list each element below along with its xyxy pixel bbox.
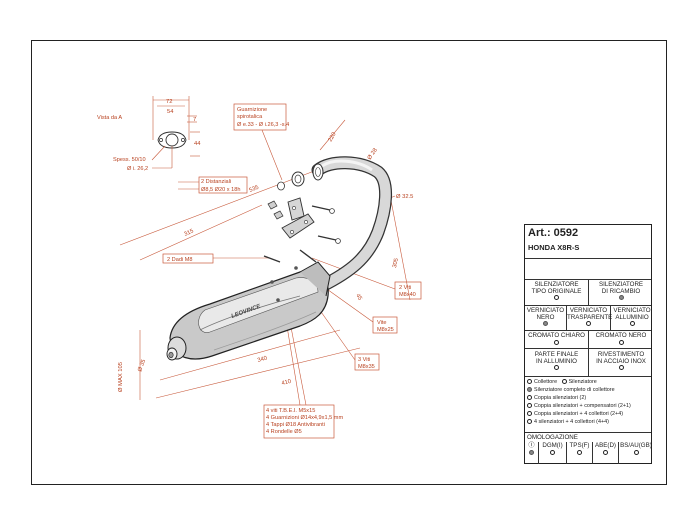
svg-text:Ø e.33 - Ø i.26,3 -s.4: Ø e.33 - Ø i.26,3 -s.4 <box>237 122 289 128</box>
chrome-row: CROMATO CHIARO CROMATO NERO <box>525 331 651 349</box>
option-pair-4coll: Coppia silenziatori + 4 collettori (2+4) <box>527 411 623 418</box>
svg-text:45: 45 <box>354 293 362 302</box>
article-code: 0592 <box>553 227 579 239</box>
header-pipe <box>311 156 393 293</box>
silencer-radio <box>561 379 567 384</box>
option-collector: Collettore Silenziatore <box>527 379 597 386</box>
svg-text:Ø 28: Ø 28 <box>367 147 379 161</box>
gasket-part <box>277 171 305 191</box>
svg-text:Ø 35: Ø 35 <box>137 359 147 373</box>
painted-aluminium-radio <box>629 321 635 326</box>
flange-dim-44: 44 <box>194 141 201 147</box>
option-pair: Coppia silenziatori (2) <box>527 395 586 402</box>
painted-transparent-radio <box>586 321 591 326</box>
flange-dim-72: 72 <box>166 99 172 105</box>
end-part-radio <box>554 365 559 370</box>
chrome-light-cell: CROMATO CHIARO <box>525 331 589 348</box>
drawing-frame <box>31 40 667 485</box>
chrome-black-cell: CROMATO NERO <box>589 331 653 348</box>
svg-text:315: 315 <box>183 228 194 237</box>
svg-text:M8x25: M8x25 <box>377 327 394 333</box>
inner-diameter-label: Ø i. 26,2 <box>127 166 148 172</box>
homologation-block: OMOLOGAZIONE Ⓘ DGM(I) TPS(F) ABE(D) BS/A… <box>525 433 653 464</box>
model-name: HONDA X8R-S <box>528 243 580 252</box>
svg-text:305: 305 <box>392 258 400 269</box>
painted-black-radio <box>543 321 548 326</box>
svg-text:340: 340 <box>257 355 268 363</box>
chrome-light-radio <box>554 339 559 345</box>
svg-text:4 viti T.B.E.I. M5x15: 4 viti T.B.E.I. M5x15 <box>266 408 315 414</box>
silencer-original-radio <box>554 295 559 300</box>
homologation-bs-cell: BS/AU(GB) <box>619 442 653 464</box>
nuts-callout: 2 Dadi M8 <box>162 253 270 264</box>
flange-view: Vista da A 72 54 7 44 Spess. 50/10 Ø i. … <box>97 96 201 172</box>
view-label: Vista da A <box>97 115 122 121</box>
gasket-callout: Guarnizione spirotalica Ø e.33 - Ø i.26,… <box>233 103 289 181</box>
homologation-dgm-cell: DGM(I) <box>539 442 567 464</box>
svg-text:M8x40: M8x40 <box>399 292 416 298</box>
svg-text:4 Tappi Ø18 Antivibranti: 4 Tappi Ø18 Antivibranti <box>266 422 325 428</box>
bracket-part <box>263 197 341 263</box>
svg-text:Ø 32.5: Ø 32.5 <box>396 194 413 200</box>
svg-text:3 Viti: 3 Viti <box>358 357 370 363</box>
spacers-callout: 2 Distanziali Ø8,5 Ø20 x 18h <box>178 176 248 194</box>
header-block: Art.: 0592 HONDA X8R-S <box>525 225 651 259</box>
silencer-body: LEOVINCE <box>166 261 331 361</box>
option-four-four: 4 silenziatori + 4 collettori (4+4) <box>527 419 609 426</box>
flange-dim-54: 54 <box>167 109 174 115</box>
thickness-label: Spess. 50/10 <box>113 157 146 163</box>
coating-radio <box>618 365 624 370</box>
options-block: Collettore Silenziatore Silenziatore com… <box>525 377 651 433</box>
svg-text:Guarnizione: Guarnizione <box>237 107 267 113</box>
svg-text:2 Viti: 2 Viti <box>399 285 411 291</box>
option-complete: Silenziatore completo di collettore <box>527 387 615 394</box>
svg-text:spirotalica: spirotalica <box>237 114 263 120</box>
homologation-label: OMOLOGAZIONE <box>527 434 578 441</box>
article-label: Art.: <box>528 227 551 239</box>
svg-text:220: 220 <box>328 132 338 143</box>
collector-radio <box>527 379 532 384</box>
svg-text:M8x35: M8x35 <box>358 364 375 370</box>
svg-text:2 Dadi M8: 2 Dadi M8 <box>167 257 193 263</box>
svg-text:Vite: Vite <box>377 320 387 326</box>
svg-text:Ø MAX 105: Ø MAX 105 <box>118 362 124 392</box>
svg-text:Ø8,5 Ø20 x 18h: Ø8,5 Ø20 x 18h <box>201 187 241 193</box>
svg-text:410: 410 <box>281 379 292 387</box>
chrome-black-radio <box>618 339 624 345</box>
homologation-abe-cell: ABE(D) <box>593 442 619 464</box>
silencer-spare-radio <box>618 295 624 300</box>
svg-text:4 Guarnizioni Ø14x4,9x1,5 mm: 4 Guarnizioni Ø14x4,9x1,5 mm <box>266 415 343 421</box>
option-pair-comp: Coppia silenziatori + compensatori (2+1) <box>527 403 631 410</box>
flange-dim-7: 7 <box>193 117 196 123</box>
svg-text:4 Rondelle Ø5: 4 Rondelle Ø5 <box>266 429 302 435</box>
svg-text:535: 535 <box>249 185 260 194</box>
homologation-tps-cell: TPS(F) <box>567 442 593 464</box>
svg-text:2 Distanziali: 2 Distanziali <box>201 179 231 185</box>
homologation-i-cell: Ⓘ <box>525 442 539 464</box>
